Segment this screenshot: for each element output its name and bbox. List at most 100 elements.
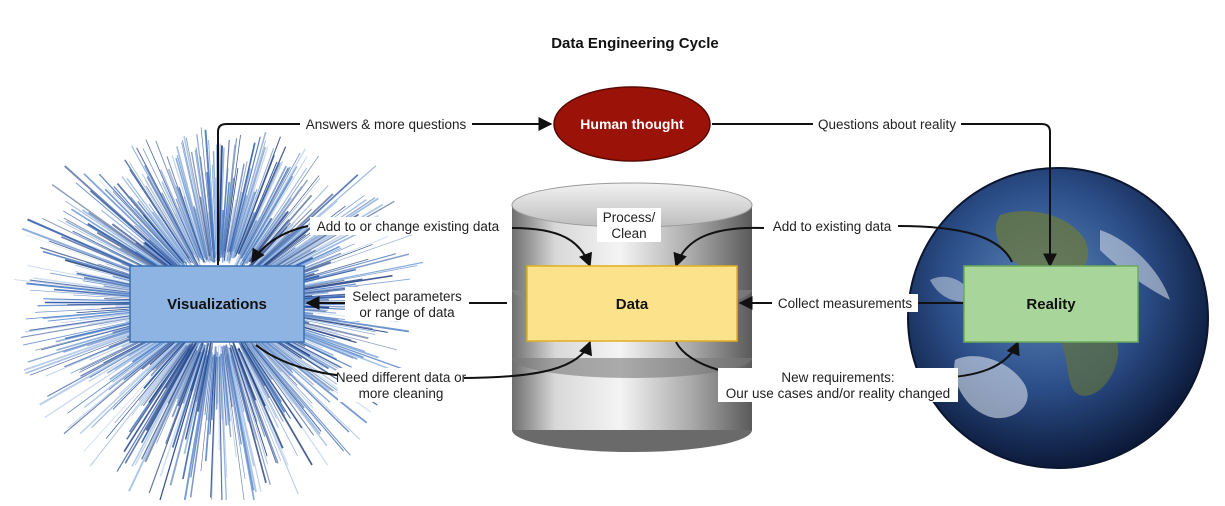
burst-line: [240, 351, 279, 428]
burst-line: [223, 134, 241, 258]
burst-line: [225, 356, 246, 480]
burst-line: [193, 344, 208, 391]
arrow-add-existing-tail: [897, 225, 1013, 263]
burst-line: [181, 140, 209, 256]
burst-line: [128, 341, 201, 492]
burst-line: [204, 345, 214, 411]
label-select-2: or range of data: [359, 305, 455, 320]
burst-line: [194, 208, 208, 255]
burst-line: [204, 355, 215, 462]
reality-label: Reality: [1026, 296, 1076, 313]
burst-line: [224, 199, 237, 264]
reality-node[interactable]: [963, 265, 1139, 343]
burst-line: [200, 356, 213, 472]
burst-line: [244, 341, 273, 380]
burst-line: [235, 165, 288, 267]
label-need-2: more cleaning: [359, 386, 444, 401]
label-newreq-1: New requirements:: [781, 370, 894, 385]
diagram-title: Data Engineering Cycle: [551, 35, 719, 52]
burst-line: [219, 356, 223, 420]
burst-line: [231, 345, 258, 422]
burst-line: [121, 176, 186, 261]
burst-line: [67, 333, 182, 429]
burst-line: [208, 139, 216, 250]
burst-line: [183, 351, 212, 501]
burst-line: [65, 200, 177, 276]
burst-line: [152, 211, 196, 271]
arrow-need-tail: [255, 344, 346, 377]
burst-line: [131, 340, 199, 467]
burst-line: [98, 179, 183, 266]
burst-line: [226, 346, 255, 467]
burst-line: [253, 195, 365, 277]
burst-line: [248, 327, 368, 424]
burst-line: [124, 159, 190, 260]
data-node[interactable]: [526, 265, 738, 342]
burst-line: [175, 157, 206, 258]
burst-line: [161, 192, 195, 256]
burst-line: [219, 209, 224, 259]
burst-line: [241, 345, 266, 387]
burst-line: [136, 147, 200, 267]
burst-line: [156, 351, 198, 444]
burst-line: [224, 346, 242, 445]
burst-line: [228, 342, 271, 485]
burst-line: [237, 340, 270, 399]
burst-line: [140, 341, 190, 406]
burst-line: [233, 147, 275, 259]
burst-line: [223, 351, 237, 458]
burst-line: [238, 351, 289, 466]
burst-line: [75, 182, 188, 278]
burst-line: [260, 197, 379, 276]
burst-line: [178, 187, 205, 263]
burst-line: [217, 345, 221, 451]
burst-line: [218, 145, 223, 262]
burst-line: [83, 173, 187, 273]
burst-line: [218, 356, 223, 501]
burst-line: [250, 331, 331, 403]
burst-line: [145, 185, 196, 266]
burst-line: [167, 168, 203, 259]
burst-line: [83, 340, 184, 452]
burst-line: [182, 355, 209, 480]
label-process: Process/: [603, 210, 656, 225]
burst-line: [161, 344, 192, 391]
burst-line: [143, 334, 191, 389]
burst-line: [104, 188, 184, 269]
burst-line: [234, 189, 258, 254]
burst-line: [83, 331, 182, 409]
burst-line: [220, 168, 229, 255]
burst-line: [255, 220, 320, 273]
burst-line: [176, 344, 202, 403]
label-clean: Clean: [611, 226, 646, 241]
burst-line: [254, 340, 291, 377]
burst-line: [89, 334, 194, 467]
burst-line: [67, 335, 175, 414]
burst-line: [236, 155, 275, 254]
burst-line: [63, 332, 184, 435]
human-thought-node[interactable]: [553, 86, 711, 162]
burst-line: [118, 339, 179, 395]
arrow-questions: [712, 123, 1057, 268]
arrow-answers: [217, 117, 553, 265]
burst-line: [171, 344, 206, 448]
burst-line: [214, 177, 218, 256]
burst-line: [182, 351, 202, 404]
burst-line: [252, 335, 361, 440]
burst-line: [167, 339, 201, 404]
visualizations-node[interactable]: [129, 265, 305, 343]
burst-line: [239, 346, 277, 419]
burst-line: [206, 354, 215, 421]
burst-line: [251, 342, 321, 425]
burst-line: [233, 146, 267, 252]
burst-line: [159, 349, 205, 501]
label-collect: Collect measurements: [778, 296, 913, 311]
burst-line: [232, 344, 266, 437]
burst-line: [251, 175, 320, 261]
burst-line: [251, 341, 351, 456]
burst-line: [112, 332, 189, 410]
burst-line: [185, 137, 210, 257]
burst-line: [242, 339, 303, 429]
label-newreq-2: Our use cases and/or reality changed: [726, 386, 950, 401]
burst-line: [184, 342, 210, 440]
